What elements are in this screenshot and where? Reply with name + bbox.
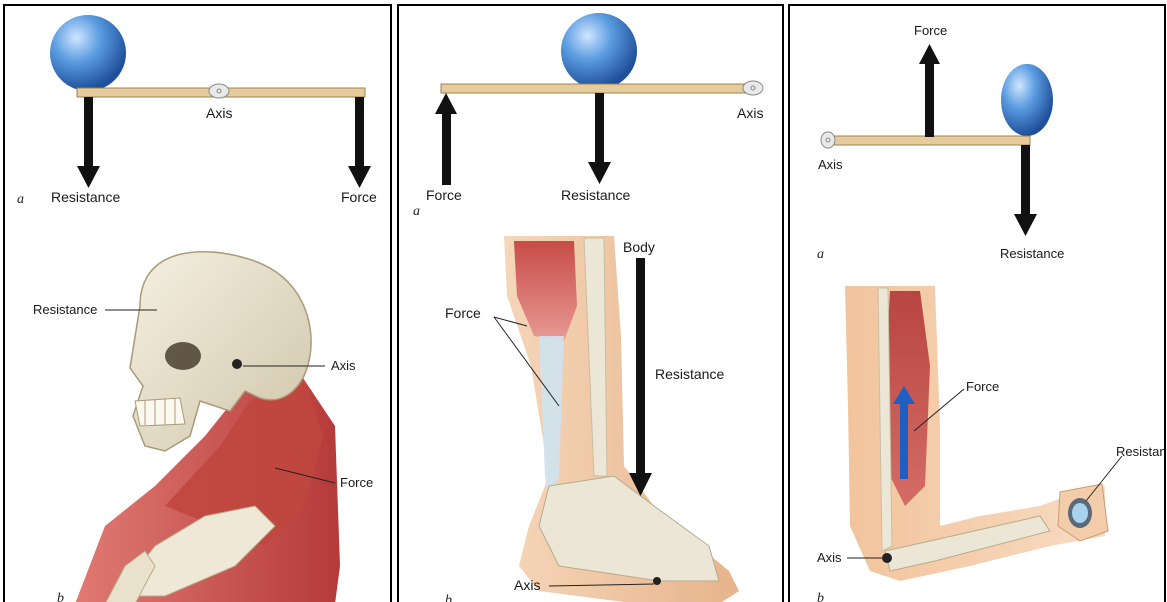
resistance-label: Resistance bbox=[1000, 246, 1064, 261]
axis-pivot bbox=[209, 84, 229, 98]
body-resistance-arrow bbox=[629, 258, 652, 496]
arm-resistance-label: Resistance bbox=[1116, 444, 1166, 459]
force-arrow bbox=[435, 93, 457, 185]
resistance-ball bbox=[561, 13, 637, 89]
leg-axis-label: Axis bbox=[514, 577, 540, 593]
panel-second-class-lever: Axis Force Resistance a Body Force Resis… bbox=[397, 4, 784, 602]
arm-axis-label: Axis bbox=[817, 550, 842, 565]
figure-tag-a: a bbox=[17, 192, 24, 207]
leg-resistance-label: Resistance bbox=[655, 366, 724, 382]
force-arrow bbox=[348, 97, 371, 188]
resistance-arrow bbox=[588, 93, 611, 184]
axis-label: Axis bbox=[206, 105, 232, 121]
arm-force-label: Force bbox=[966, 379, 999, 394]
lever-bar bbox=[441, 84, 756, 93]
force-label: Force bbox=[426, 187, 462, 203]
resistance-ball bbox=[50, 15, 126, 91]
skull-force-label: Force bbox=[340, 475, 373, 490]
panel-first-class-lever: Axis a Resistance Force Resistance Axis … bbox=[3, 4, 392, 602]
panel-third-class-lever: Force Axis Resistance a Force Resistance… bbox=[788, 4, 1166, 602]
body-label: Body bbox=[623, 239, 655, 255]
leg-foot-illustration bbox=[504, 236, 739, 602]
leg-force-label: Force bbox=[445, 305, 481, 321]
third-class-lever-illustration: Force Axis Resistance a Force Resistance… bbox=[790, 6, 1166, 602]
axis-pivot bbox=[821, 132, 835, 148]
resistance-label: Resistance bbox=[561, 187, 630, 203]
skull-resistance-label: Resistance bbox=[33, 302, 97, 317]
resistance-label: Resistance bbox=[51, 189, 120, 205]
figure-tag-a: a bbox=[413, 204, 420, 219]
figure-tag-b: b bbox=[817, 591, 824, 602]
axis-pivot bbox=[743, 81, 763, 95]
force-arrow bbox=[919, 44, 940, 137]
figure-tag-b: b bbox=[445, 593, 452, 602]
axis-label: Axis bbox=[737, 105, 763, 121]
resistance-disc bbox=[1068, 498, 1092, 528]
figure-tag-a: a bbox=[817, 247, 824, 262]
skull-axis-label: Axis bbox=[331, 358, 356, 373]
resistance-ball bbox=[1001, 64, 1053, 136]
resistance-arrow bbox=[77, 97, 100, 188]
lever-bar bbox=[826, 136, 1030, 145]
axis-label: Axis bbox=[818, 157, 843, 172]
figure-tag-b: b bbox=[57, 591, 64, 602]
force-label: Force bbox=[341, 189, 377, 205]
skull-neck-illustration bbox=[75, 252, 340, 602]
second-class-lever-illustration: Axis Force Resistance a Body Force Resis… bbox=[399, 6, 784, 602]
force-label: Force bbox=[914, 23, 947, 38]
first-class-lever-illustration: Axis a Resistance Force Resistance Axis … bbox=[5, 6, 392, 602]
arm-illustration bbox=[845, 286, 1108, 581]
resistance-arrow bbox=[1014, 145, 1037, 236]
